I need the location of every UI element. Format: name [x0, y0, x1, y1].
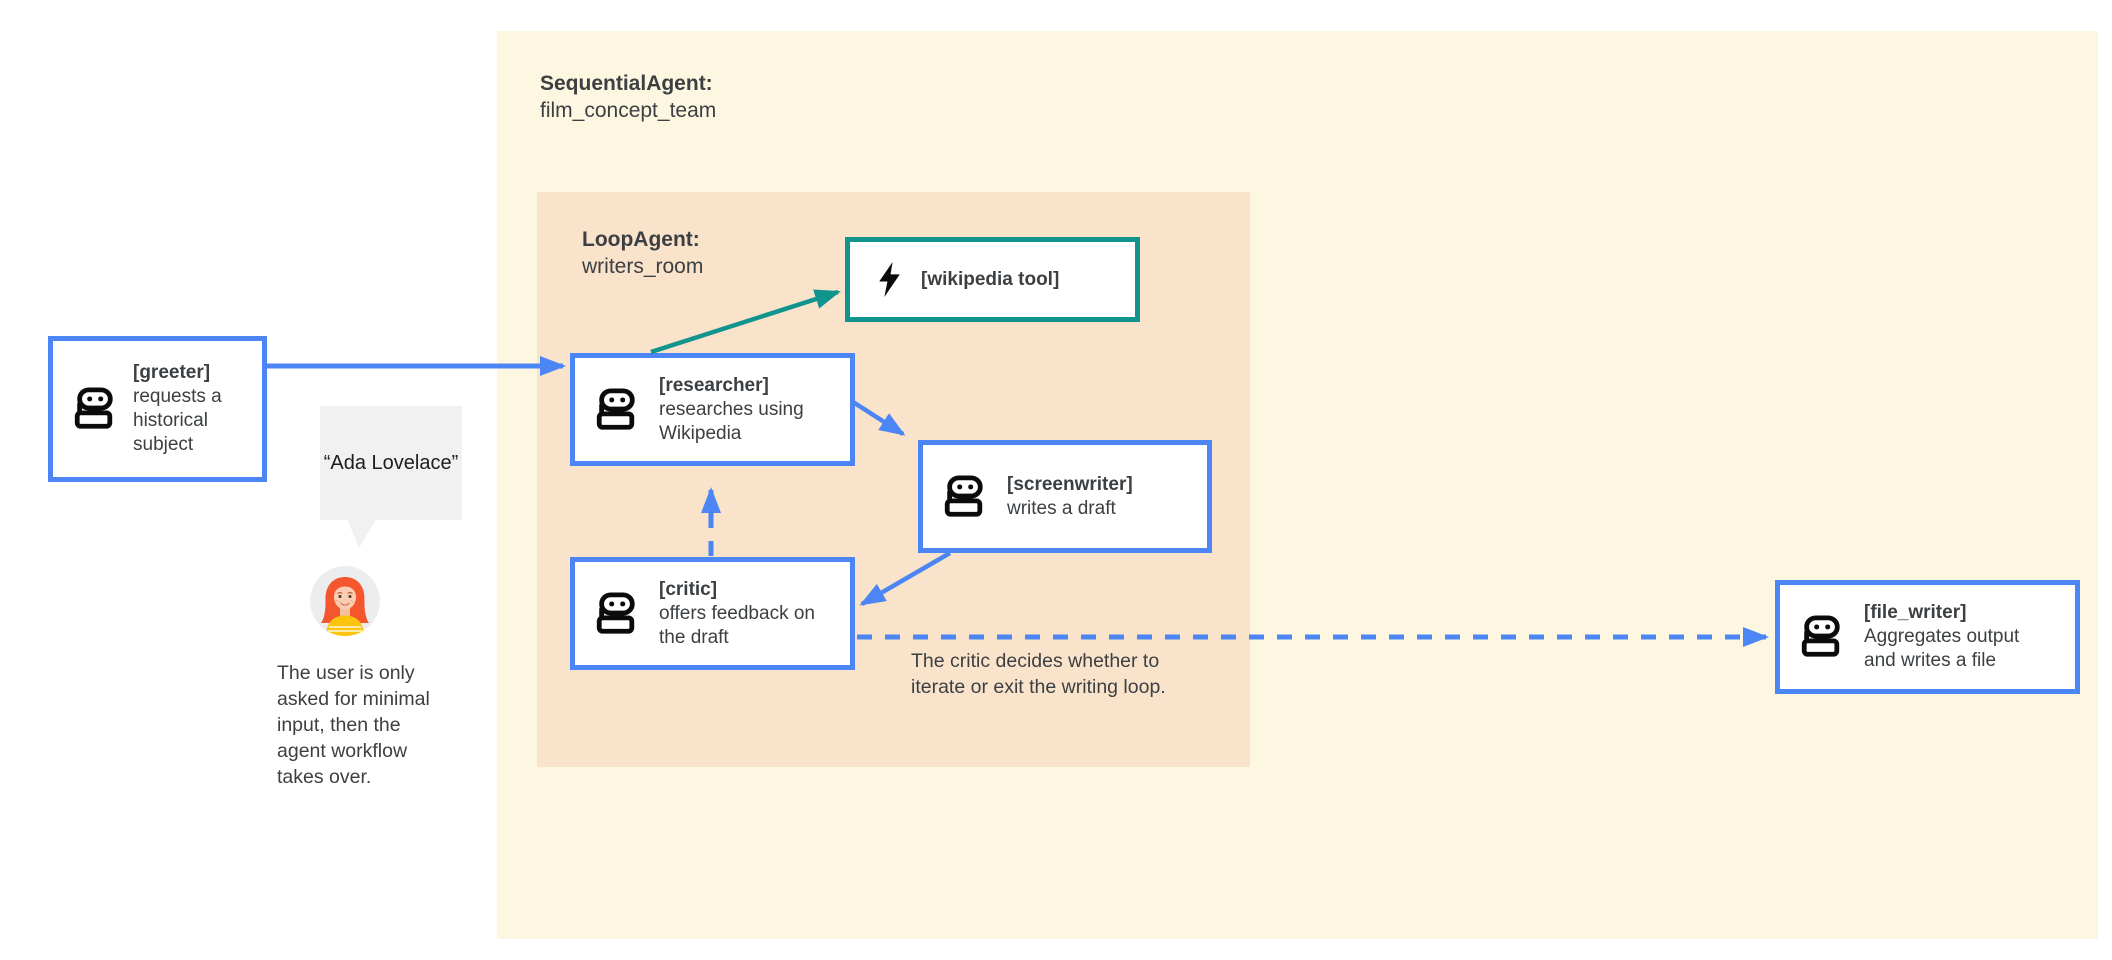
- lightning-icon: [868, 262, 903, 297]
- node-greeter-label: [greeter]: [133, 362, 211, 383]
- node-wikipedia-tool-label: [wikipedia tool]: [921, 268, 1060, 290]
- robot-icon: [1798, 614, 1844, 660]
- node-file-writer-desc: Aggregates output and writes a file: [1864, 626, 2020, 671]
- user-quote: “Ada Lovelace”: [323, 451, 459, 474]
- loop-agent-name: writers_room: [582, 255, 704, 278]
- node-screenwriter-desc: writes a draft: [1007, 497, 1116, 519]
- node-wikipedia-tool: [wikipedia tool]: [845, 237, 1140, 322]
- robot-icon: [593, 591, 639, 637]
- node-researcher-label: [researcher]: [659, 374, 769, 396]
- loop-agent-type: LoopAgent:: [582, 228, 700, 251]
- loop-agent-title: LoopAgent: writers_room: [582, 226, 703, 280]
- user-speech-bubble: “Ada Lovelace”: [320, 406, 462, 520]
- node-file-writer-label: [file_writer]: [1864, 602, 1967, 623]
- node-critic-label: [critic]: [659, 578, 718, 600]
- robot-icon: [71, 386, 117, 432]
- node-researcher-desc: researches using Wikipedia: [659, 398, 804, 444]
- sequential-agent-type: SequentialAgent:: [540, 72, 713, 95]
- node-critic: [critic] offers feedback on the draft: [570, 557, 855, 670]
- speech-bubble-tail: [346, 516, 378, 548]
- node-file-writer: [file_writer] Aggregates output and writ…: [1775, 580, 2080, 694]
- node-critic-desc: offers feedback on the draft: [659, 602, 815, 648]
- sequential-agent-title: SequentialAgent: film_concept_team: [540, 70, 716, 124]
- critic-note: The critic decides whether to iterate or…: [911, 650, 1166, 698]
- node-greeter-desc: requests a historical subject: [133, 386, 222, 455]
- node-greeter: [greeter] requests a historical subject: [48, 336, 267, 482]
- node-screenwriter-label: [screenwriter]: [1007, 473, 1133, 495]
- sequential-agent-name: film_concept_team: [540, 99, 717, 122]
- node-screenwriter: [screenwriter] writes a draft: [918, 440, 1212, 553]
- user-note: The user is only asked for minimal input…: [277, 662, 430, 788]
- user-avatar: [310, 566, 380, 636]
- node-researcher: [researcher] researches using Wikipedia: [570, 353, 855, 466]
- robot-icon: [941, 474, 987, 520]
- robot-icon: [593, 387, 639, 433]
